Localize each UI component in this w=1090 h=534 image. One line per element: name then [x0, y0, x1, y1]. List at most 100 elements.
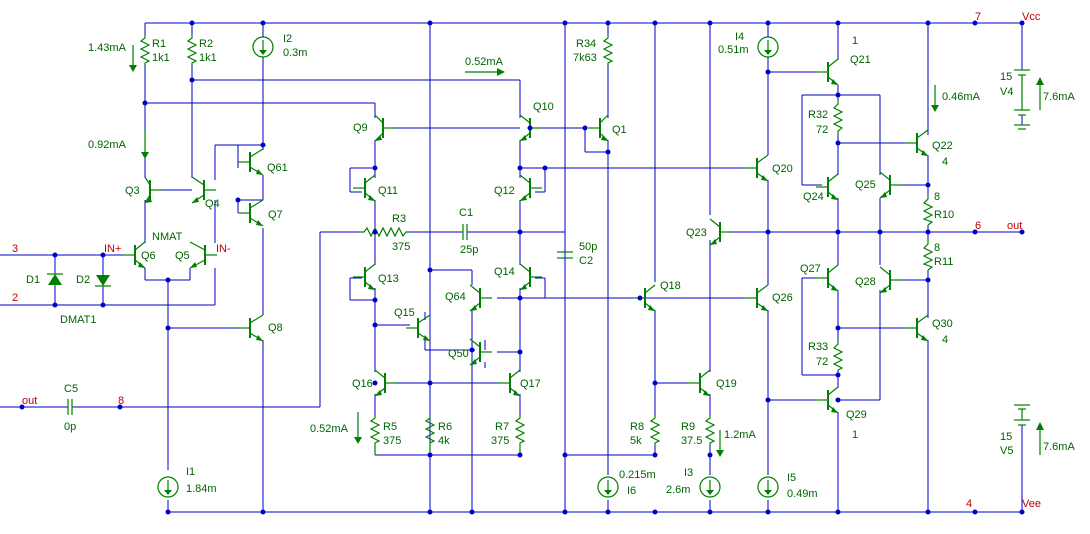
q24-transistor [816, 173, 839, 201]
q15-transistor [406, 314, 431, 342]
junction-dot [142, 100, 148, 106]
junction-dot [562, 20, 568, 26]
arrow-r1 [129, 45, 137, 72]
r6-value: 4k [438, 435, 450, 447]
r34-label: R34 [576, 38, 596, 50]
q27-transistor [816, 264, 839, 292]
c5-capacitor [60, 399, 80, 415]
arrow-q10 [465, 68, 505, 76]
q5-label: Q5 [175, 250, 190, 262]
q23-transistor [709, 218, 732, 246]
junction-dot [372, 229, 378, 235]
junction-dot [835, 325, 841, 331]
q6-label: Q6 [141, 250, 156, 262]
v5-value: 15 [1000, 431, 1012, 443]
junction-dot [427, 452, 433, 458]
r8-label: R8 [630, 421, 644, 433]
net-in-number: 3 [12, 243, 18, 255]
junction-dot [517, 295, 523, 301]
c1-label: C1 [459, 207, 473, 219]
q4-label: Q4 [205, 198, 220, 210]
junction-dot [765, 397, 771, 403]
junction-dot [372, 322, 378, 328]
r7-label: R7 [495, 421, 509, 433]
junction-dot [517, 452, 523, 458]
dmat-label: DMAT1 [60, 314, 96, 326]
q15-label: Q15 [394, 307, 415, 319]
junction-dot [835, 20, 841, 26]
junction-dot [925, 20, 931, 26]
junction-dot [925, 277, 931, 283]
current-v4: 7.6mA [1043, 91, 1075, 103]
r2-value: 1k1 [199, 52, 217, 64]
r11-value: 8 [934, 242, 940, 254]
junction-dot [100, 252, 106, 258]
r32-value: 72 [816, 124, 828, 136]
q10-label: Q10 [533, 101, 554, 113]
q8-label: Q8 [268, 322, 283, 334]
junction-dot [469, 347, 475, 353]
q3-transistor [144, 176, 162, 204]
junction-dot [562, 509, 568, 515]
current-sources [157, 35, 779, 498]
junction-dot [469, 509, 475, 515]
d1-diode [47, 273, 63, 285]
q21-label: Q21 [850, 54, 871, 66]
r33-label: R33 [808, 341, 828, 353]
r33-value: 72 [816, 356, 828, 368]
current-q3: 0.92mA [88, 139, 127, 151]
junction-dot [517, 165, 523, 171]
junction-dot [427, 20, 433, 26]
junction-dot [605, 20, 611, 26]
r3-resistor [360, 226, 410, 238]
r32-label: R32 [808, 109, 828, 121]
d2-diode [95, 275, 111, 287]
c2-value: 50p [579, 241, 597, 253]
q29-label: Q29 [846, 409, 867, 421]
c2-capacitor [557, 250, 573, 262]
q28-transistor [879, 266, 902, 294]
r10-value: 8 [934, 191, 940, 203]
junction-dot [1019, 20, 1025, 26]
capacitors [60, 224, 573, 415]
current-r1: 1.43mA [88, 42, 127, 54]
junction-dot [235, 197, 241, 203]
junction-dot [605, 149, 611, 155]
q5-transistor [189, 241, 217, 269]
q14-transistor [519, 263, 542, 291]
r1-resistor [139, 35, 151, 65]
q64-label: Q64 [445, 291, 466, 303]
junction-dot [972, 509, 978, 515]
i4-source [757, 35, 779, 60]
q7-transistor [238, 199, 264, 227]
q11-transistor [353, 174, 376, 202]
junction-dot [372, 165, 378, 171]
r2-label: R2 [199, 38, 213, 50]
q3-label: Q3 [125, 185, 140, 197]
net-2-number: 2 [12, 292, 18, 304]
net-vee-label: Vee [1022, 498, 1041, 510]
r33-resistor [832, 340, 844, 371]
r11-label: R11 [934, 256, 953, 268]
r5-value: 375 [383, 435, 401, 447]
net-vcc-number: 7 [975, 11, 981, 23]
i1-value: 1.84m [186, 483, 217, 495]
net-vee-number: 4 [966, 498, 972, 510]
q7-label: Q7 [268, 209, 283, 221]
c2-label: C2 [579, 255, 593, 267]
junction-dot [52, 302, 58, 308]
q9-transistor [374, 114, 395, 142]
junction-dot [835, 509, 841, 515]
junction-dot [652, 20, 658, 26]
i2-label: I2 [283, 33, 292, 45]
q30-area: 4 [942, 334, 948, 346]
junction-dot [652, 452, 658, 458]
junction-dot [19, 404, 25, 410]
junction-dot [542, 165, 548, 171]
arrow-v4 [1036, 77, 1044, 110]
q6-transistor [123, 241, 146, 269]
junction-dot [652, 380, 658, 386]
junction-dot [835, 397, 841, 403]
junction-dot [260, 142, 266, 148]
q11-label: Q11 [378, 185, 398, 197]
